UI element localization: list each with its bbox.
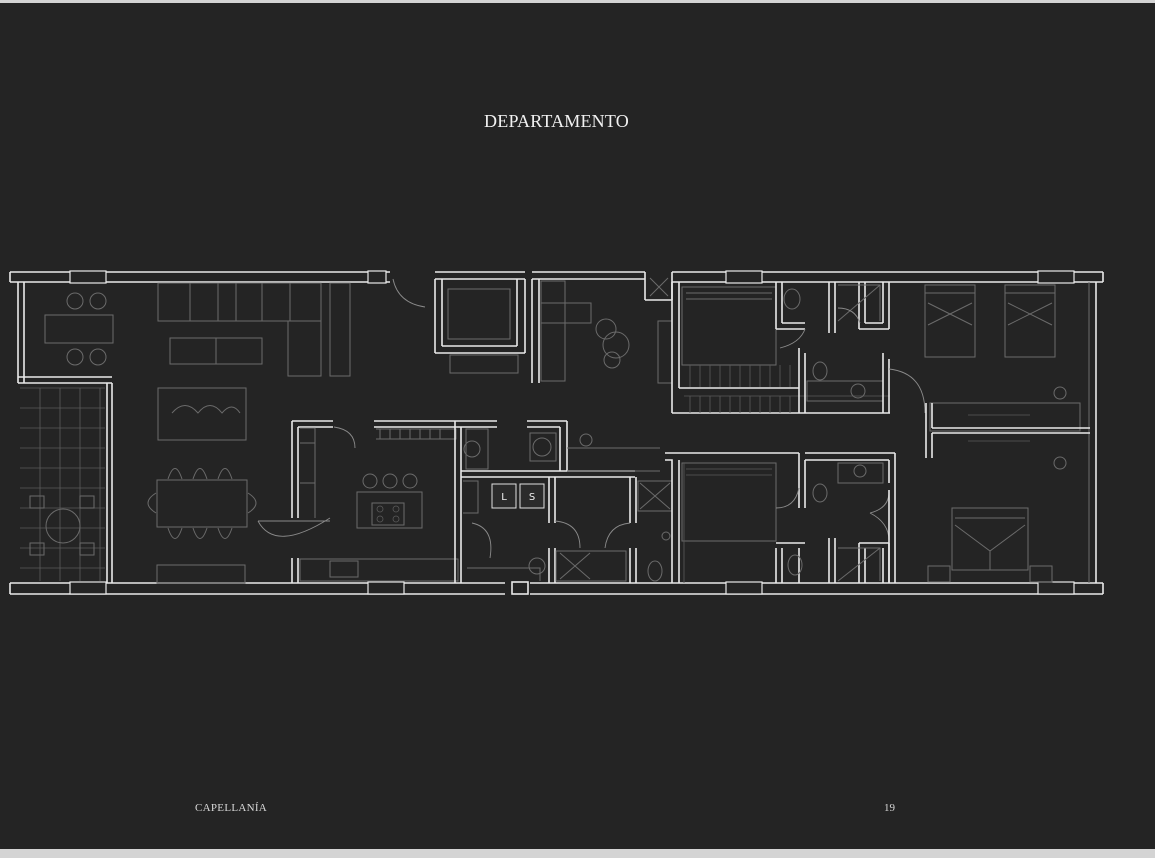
terrace	[20, 292, 114, 581]
floor-plan: L S	[9, 270, 1104, 595]
study	[531, 272, 673, 384]
dryer-label: S	[529, 492, 535, 503]
laundry: L S	[461, 420, 673, 595]
washer-label: L	[501, 492, 507, 503]
footer-brand: CAPELLANÍA	[195, 802, 268, 814]
living-dining	[147, 282, 351, 584]
bedroom-master	[924, 284, 1090, 470]
bedroom-4	[888, 490, 1053, 583]
document-page: DEPARTAMENTO	[0, 3, 1155, 849]
kitchen	[257, 420, 497, 583]
entry	[392, 278, 526, 374]
page-number: 19	[884, 802, 895, 814]
bedroom-2	[671, 282, 926, 414]
page-title: DEPARTAMENTO	[484, 111, 629, 131]
bedroom-3	[665, 452, 896, 583]
exterior-walls	[9, 270, 1104, 595]
